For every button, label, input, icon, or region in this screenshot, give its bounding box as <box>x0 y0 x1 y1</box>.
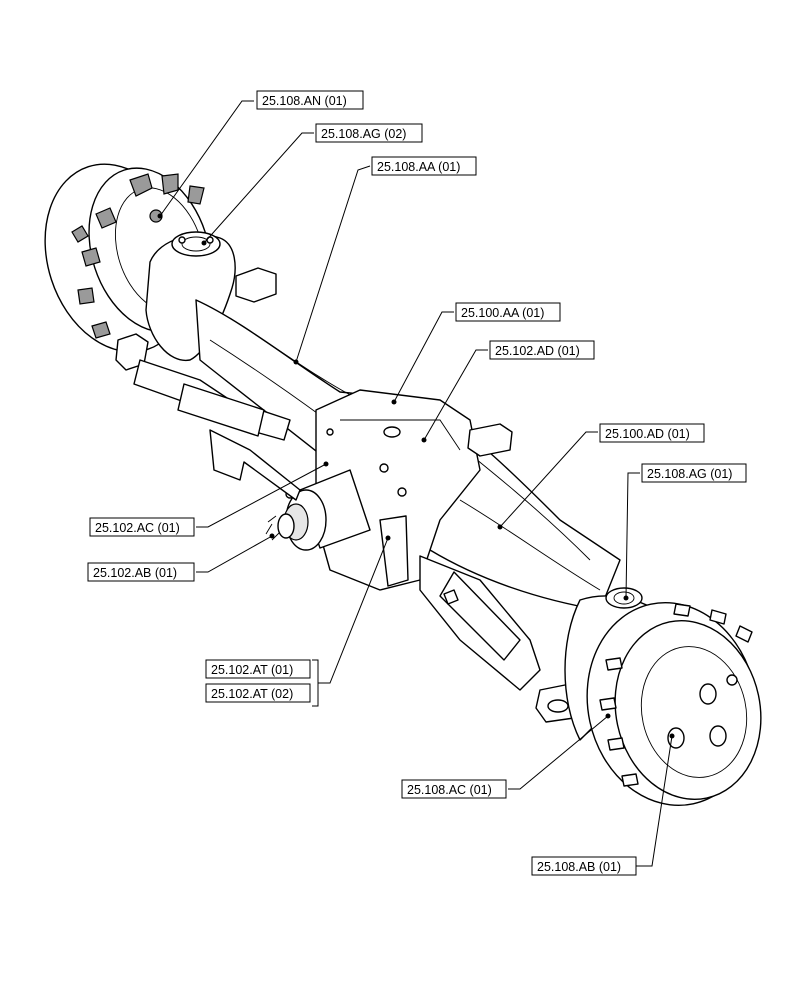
steering-cylinder <box>133 359 581 723</box>
leader-102ac01 <box>196 463 327 528</box>
callout-label-102ad01: 25.102.AD (01) <box>495 344 580 358</box>
callout-label-102at01: 25.102.AT (01) <box>211 663 293 677</box>
target-dot-108ac01 <box>605 713 611 719</box>
axle-assembly <box>44 163 762 806</box>
target-dot-an01 <box>157 213 163 219</box>
callout-label-100aa01: 25.100.AA (01) <box>461 306 544 320</box>
target-dot-ag01 <box>623 595 629 601</box>
callout-ag02[interactable]: 25.108.AG (02) <box>315 123 423 143</box>
right-wheel-hub <box>564 587 762 806</box>
leader-108ac01 <box>508 715 609 790</box>
leader-102at <box>318 537 389 684</box>
callout-bracket-102at <box>312 659 319 707</box>
callout-label-108ac01: 25.108.AC (01) <box>407 783 492 797</box>
pinion-input <box>265 469 371 551</box>
callout-label-100ad01: 25.100.AD (01) <box>605 427 690 441</box>
leader-ag02 <box>203 132 314 244</box>
leader-100ad01 <box>499 431 598 528</box>
callout-label-ag01: 25.108.AG (01) <box>647 467 732 481</box>
callout-label-102ac01: 25.102.AC (01) <box>95 521 180 535</box>
callout-label-an01: 25.108.AN (01) <box>262 94 347 108</box>
leader-108ab01 <box>636 735 673 867</box>
target-dot-102at <box>385 535 391 541</box>
target-dot-100aa01 <box>391 399 397 405</box>
callout-100aa01[interactable]: 25.100.AA (01) <box>455 302 561 322</box>
target-dot-102ad01 <box>421 437 427 443</box>
differential-housing <box>315 389 513 591</box>
target-dot-108ab01 <box>669 733 675 739</box>
callout-label-102at02: 25.102.AT (02) <box>211 687 293 701</box>
callout-ag01[interactable]: 25.108.AG (01) <box>641 463 747 483</box>
callout-label-ag02: 25.108.AG (02) <box>321 127 406 141</box>
callout-102ac01[interactable]: 25.102.AC (01) <box>89 517 195 537</box>
callout-label-102ab01: 25.102.AB (01) <box>93 566 177 580</box>
callout-102ab01[interactable]: 25.102.AB (01) <box>87 562 195 582</box>
target-dot-102ab01 <box>269 533 275 539</box>
callout-102at01[interactable]: 25.102.AT (01) <box>205 659 311 679</box>
target-dot-ag02 <box>201 240 207 246</box>
leader-102ad01 <box>423 349 488 441</box>
callout-labels: 25.108.AN (01) 25.108.AG (02) 25.108.AA … <box>87 90 747 876</box>
callout-108ab01[interactable]: 25.108.AB (01) <box>531 856 637 876</box>
target-dot-102ac01 <box>323 461 329 467</box>
leader-ag01 <box>625 472 640 599</box>
lower-bracket <box>209 429 459 605</box>
target-dot-100ad01 <box>497 524 503 530</box>
leader-102ab01 <box>196 535 273 573</box>
callout-aa01[interactable]: 25.108.AA (01) <box>371 156 477 176</box>
callout-102ad01[interactable]: 25.102.AD (01) <box>489 340 595 360</box>
callout-label-108ab01: 25.108.AB (01) <box>537 860 621 874</box>
callout-100ad01[interactable]: 25.100.AD (01) <box>599 423 705 443</box>
callout-108ac01[interactable]: 25.108.AC (01) <box>401 779 507 799</box>
leader-100aa01 <box>393 311 454 403</box>
callout-label-aa01: 25.108.AA (01) <box>377 160 460 174</box>
leader-lines <box>157 100 675 867</box>
leader-aa01 <box>295 165 371 363</box>
leader-an01 <box>159 100 254 217</box>
callout-102at02[interactable]: 25.102.AT (02) <box>205 683 311 703</box>
target-dot-aa01 <box>293 359 299 365</box>
callout-an01[interactable]: 25.108.AN (01) <box>256 90 364 110</box>
